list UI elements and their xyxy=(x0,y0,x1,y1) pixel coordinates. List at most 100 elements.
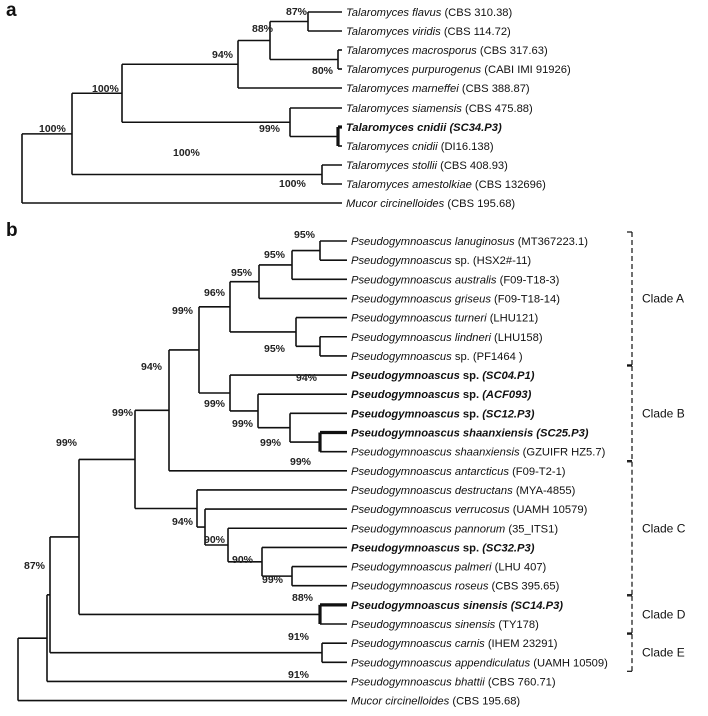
support-value: 100% xyxy=(279,178,307,190)
clade-label: Clade A xyxy=(642,291,684,305)
taxon-label: Pseudogymnoascus griseus (F09-T18-14) xyxy=(351,293,560,305)
taxon-label: Talaromyces flavus (CBS 310.38) xyxy=(346,7,513,19)
taxon-species: Pseudogymnoascus shaanxiensis xyxy=(351,447,520,459)
taxon-label: Pseudogymnoascus appendiculatus (UAMH 10… xyxy=(351,657,608,669)
taxon-species: Pseudogymnoascus lanuginosus xyxy=(351,236,515,248)
taxon-species: Pseudogymnoascus xyxy=(351,255,452,267)
taxon-species: Mucor circinelloides xyxy=(351,696,450,708)
taxon-accession: (HSX2#-11) xyxy=(473,255,532,267)
taxon-label: Talaromyces siamensis (CBS 475.88) xyxy=(346,103,533,115)
taxon-label: Pseudogymnoascus sp. (SC04.P1) xyxy=(351,370,535,382)
taxon-accession: (CBS 408.93) xyxy=(440,160,508,172)
taxon-label: Pseudogymnoascus pannorum (35_ITS1) xyxy=(351,523,558,535)
panel-a: a Talaromyces flavus (CBS 310.38)Talarom… xyxy=(0,0,708,220)
taxon-species: Pseudogymnoascus sinensis xyxy=(351,600,508,612)
support-value: 90% xyxy=(204,534,226,546)
taxon-species: Talaromyces viridis xyxy=(346,26,441,38)
support-value: 99% xyxy=(172,305,194,317)
taxon-species: Pseudogymnoascus roseus xyxy=(351,581,489,593)
taxon-accession: (CBS 388.87) xyxy=(462,83,530,95)
support-value: 80% xyxy=(312,65,334,77)
support-value: 91% xyxy=(288,631,310,643)
taxon-label: Pseudogymnoascus carnis (IHEM 23291) xyxy=(351,638,558,650)
taxon-label: Pseudogymnoascus shaanxiensis (GZUIFR HZ… xyxy=(351,447,606,459)
clade-label: Clade D xyxy=(642,607,686,621)
taxon-accession: (SC34.P3) xyxy=(449,122,502,134)
taxon-accession: (CBS 395.65) xyxy=(492,581,560,593)
support-value: 99% xyxy=(260,437,282,449)
support-value: 94% xyxy=(141,361,163,373)
taxon-label: Pseudogymnoascus palmeri (LHU 407) xyxy=(351,562,547,574)
clade-label: Clade B xyxy=(642,406,685,420)
support-value: 99% xyxy=(232,418,254,430)
taxon-label: Pseudogymnoascus sp. (HSX2#-11) xyxy=(351,255,531,267)
taxon-species: Talaromyces cnidii xyxy=(346,141,438,153)
support-value: 95% xyxy=(231,267,253,279)
phylogenetic-tree-b: Pseudogymnoascus lanuginosus (MT367223.1… xyxy=(17,229,686,708)
support-value: 90% xyxy=(232,554,254,566)
taxon-label: Pseudogymnoascus shaanxiensis (SC25.P3) xyxy=(351,428,589,440)
taxon-label: Pseudogymnoascus lanuginosus (MT367223.1… xyxy=(351,236,588,248)
taxon-accession: (MYA-4855) xyxy=(516,485,576,497)
taxon-label: Pseudogymnoascus sp. (PF1464 ) xyxy=(351,351,523,363)
taxon-species: Pseudogymnoascus verrucosus xyxy=(351,504,510,516)
taxon-sp-abbrev: sp. xyxy=(463,408,479,420)
taxon-accession: (TY178) xyxy=(498,619,539,631)
panel-letter-b: b xyxy=(6,220,18,241)
taxon-species: Pseudogymnoascus griseus xyxy=(351,293,491,305)
taxon-label: Pseudogymnoascus destructans (MYA-4855) xyxy=(351,485,576,497)
support-value: 96% xyxy=(204,287,226,299)
support-value: 88% xyxy=(292,592,314,604)
taxon-species: Pseudogymnoascus xyxy=(351,408,460,420)
taxon-species: Pseudogymnoascus antarcticus xyxy=(351,466,509,478)
support-value: 99% xyxy=(290,456,312,468)
taxon-species: Talaromyces cnidii xyxy=(346,122,447,134)
taxon-species: Pseudogymnoascus turneri xyxy=(351,313,487,325)
taxon-species: Pseudogymnoascus xyxy=(351,389,460,401)
taxon-sp-abbrev: sp. xyxy=(455,351,470,363)
support-value: 100% xyxy=(39,123,67,135)
support-value: 99% xyxy=(204,398,226,410)
taxon-accession: (MT367223.1) xyxy=(518,236,589,248)
taxon-species: Pseudogymnoascus lindneri xyxy=(351,332,491,344)
taxon-label: Mucor circinelloides (CBS 195.68) xyxy=(351,696,520,708)
taxon-species: Pseudogymnoascus xyxy=(351,370,460,382)
taxon-species: Talaromyces amestolkiae xyxy=(346,179,472,191)
phylogenetic-tree-a: Talaromyces flavus (CBS 310.38) Talaromyc… xyxy=(21,6,571,210)
taxon-accession: (IHEM 23291) xyxy=(488,638,558,650)
taxon-species: Pseudogymnoascus pannorum xyxy=(351,523,505,535)
taxon-accession: (LHU 407) xyxy=(495,562,547,574)
support-value: 94% xyxy=(212,49,234,61)
taxon-species: Mucor circinelloides xyxy=(346,198,445,210)
support-value: 94% xyxy=(172,516,194,528)
taxon-species: Pseudogymnoascus xyxy=(351,542,460,554)
taxon-label: Pseudogymnoascus australis (F09-T18-3) xyxy=(351,274,560,286)
support-value: 99% xyxy=(259,123,281,135)
taxon-species: Pseudogymnoascus bhattii xyxy=(351,676,485,688)
taxon-label: Talaromyces stollii (CBS 408.93) xyxy=(346,160,508,172)
taxon-label: Pseudogymnoascus sp. (SC12.P3) xyxy=(351,408,535,420)
taxon-accession: (CBS 114.72) xyxy=(444,26,511,38)
taxon-accession: (UAMH 10509) xyxy=(533,657,608,669)
taxon-species: Pseudogymnoascus australis xyxy=(351,274,497,286)
taxon-accession: (CBS 132696) xyxy=(475,179,546,191)
taxon-accession: (UAMH 10579) xyxy=(513,504,588,516)
taxon-species: Pseudogymnoascus sinensis xyxy=(351,619,496,631)
taxon-label: Talaromyces amestolkiae (CBS 132696) xyxy=(346,179,546,191)
support-value: 99% xyxy=(112,407,134,419)
taxon-species: Talaromyces siamensis xyxy=(346,103,462,115)
taxon-label: Pseudogymnoascus sinensis (TY178) xyxy=(351,619,539,631)
taxon-accession: (35_ITS1) xyxy=(508,523,558,535)
taxon-label: Pseudogymnoascus sp. (ACF093) xyxy=(351,389,532,401)
taxon-label: Talaromyces macrosporus (CBS 317.63) xyxy=(346,45,548,57)
taxon-species: Talaromyces marneffei xyxy=(346,83,459,95)
taxon-label: Talaromyces cnidii (DI16.138) xyxy=(346,141,494,153)
taxon-label: Pseudogymnoascus turneri (LHU121) xyxy=(351,313,538,325)
taxon-accession: (CBS 195.68) xyxy=(452,696,520,708)
taxon-label: Pseudogymnoascus roseus (CBS 395.65) xyxy=(351,581,560,593)
taxon-label: Talaromyces marneffei (CBS 388.87) xyxy=(346,83,530,95)
taxon-label: Pseudogymnoascus sp. (SC32.P3) xyxy=(351,542,535,554)
taxon-label: Pseudogymnoascus sinensis (SC14.P3) xyxy=(351,600,563,612)
taxon-sp-abbrev: sp. xyxy=(463,370,479,382)
support-value: 94% xyxy=(296,372,318,384)
